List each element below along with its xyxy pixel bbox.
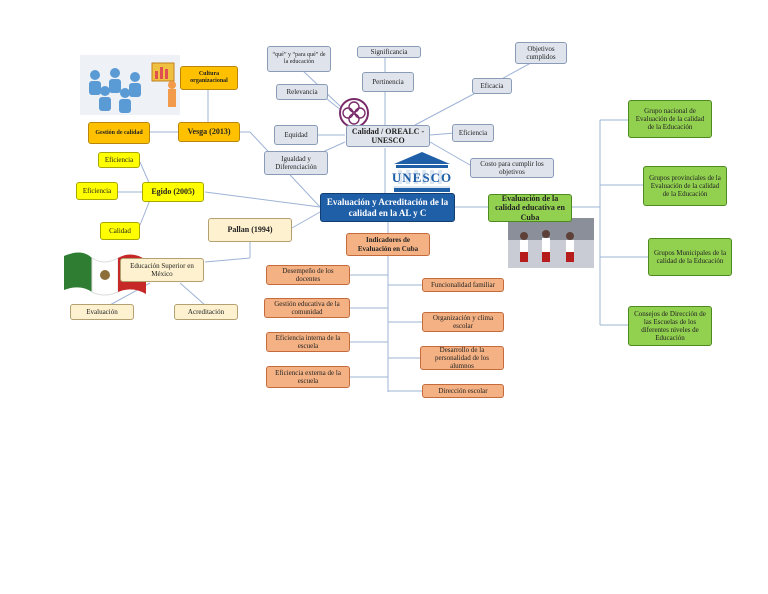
pallan-child-mexico[interactable]: Educación Superior en México: [120, 258, 204, 282]
calidad-item-relevancia[interactable]: Relevancia: [276, 84, 328, 100]
calidad-item-eficiencia[interactable]: Eficiencia: [452, 124, 494, 142]
pallan-node[interactable]: Pallan (1994): [208, 218, 292, 242]
center-node[interactable]: Evaluación y Acreditación de la calidad …: [320, 193, 455, 222]
calidad-item-pertinencia[interactable]: Pertinencia: [362, 72, 414, 92]
indicadores-node[interactable]: Indicadores de Evaluación en Cuba: [346, 233, 430, 256]
pallan-item-evaluacion[interactable]: Evaluación: [70, 304, 134, 320]
egido-item-eficiencia-top[interactable]: Eficiencia: [98, 152, 140, 168]
indicador-desarrollo[interactable]: Desarrollo de la personalidad de los alu…: [420, 346, 504, 370]
cuba-item-nacional[interactable]: Grupo nacional de Evaluación de la calid…: [628, 100, 712, 138]
calidad-item-objetivos[interactable]: Objetivos cumplidos: [515, 42, 567, 64]
egido-item-eficiencia-left[interactable]: Eficiencia: [76, 182, 118, 200]
orealc-emblem-icon: [339, 98, 369, 128]
unesco-logo-text: UNESCO: [392, 168, 452, 188]
indicador-funcionalidad[interactable]: Funcionalidad familiar: [422, 278, 504, 292]
cuba-item-municipales[interactable]: Grupos Municipales de la calidad de la E…: [648, 238, 732, 276]
egido-node[interactable]: Egido (2005): [142, 182, 204, 202]
calidad-item-equidad[interactable]: Equidad: [274, 125, 318, 145]
egido-item-calidad[interactable]: Calidad: [100, 222, 140, 240]
calidad-item-igualdad[interactable]: Igualdad y Diferenciación: [264, 151, 328, 175]
indicador-desempeno[interactable]: Desempeño de los docentes: [266, 265, 350, 285]
cuba-item-provinciales[interactable]: Grupos provinciales de la Evaluación de …: [643, 166, 727, 206]
pallan-item-acreditacion[interactable]: Acreditación: [174, 304, 238, 320]
calidad-item-significancia[interactable]: Significancia: [357, 46, 421, 58]
vesga-node[interactable]: Vesga (2013): [178, 122, 240, 142]
meeting-people-icon: [80, 55, 180, 115]
indicador-direccion[interactable]: Dirección escolar: [422, 384, 504, 398]
indicador-eficiencia-interna[interactable]: Eficiencia interna de la escuela: [266, 332, 350, 352]
cuba-node[interactable]: Evaluación de la calidad educativa en Cu…: [488, 194, 572, 222]
indicador-organizacion[interactable]: Organización y clima escolar: [422, 312, 504, 332]
calidad-item-que[interactable]: “qué” y “para qué” de la educación: [267, 46, 331, 72]
cuba-item-consejos[interactable]: Consejos de Dirección de las Escuelas de…: [628, 306, 712, 346]
calidad-item-eficacia[interactable]: Eficacia: [472, 78, 512, 94]
cuban-students-photo: [508, 218, 594, 268]
calidad-item-costo[interactable]: Costo para cumplir los objetivos: [470, 158, 554, 178]
indicador-eficiencia-externa[interactable]: Eficiencia externa de la escuela: [266, 366, 350, 388]
indicador-gestion[interactable]: Gestión educativa de la comunidad: [264, 298, 350, 318]
calidad-node[interactable]: Calidad / OREALC - UNESCO: [346, 125, 430, 147]
vesga-item-gestion[interactable]: Gestión de calidad: [88, 122, 150, 144]
vesga-item-cultura[interactable]: Cultura organizacional: [180, 66, 238, 90]
